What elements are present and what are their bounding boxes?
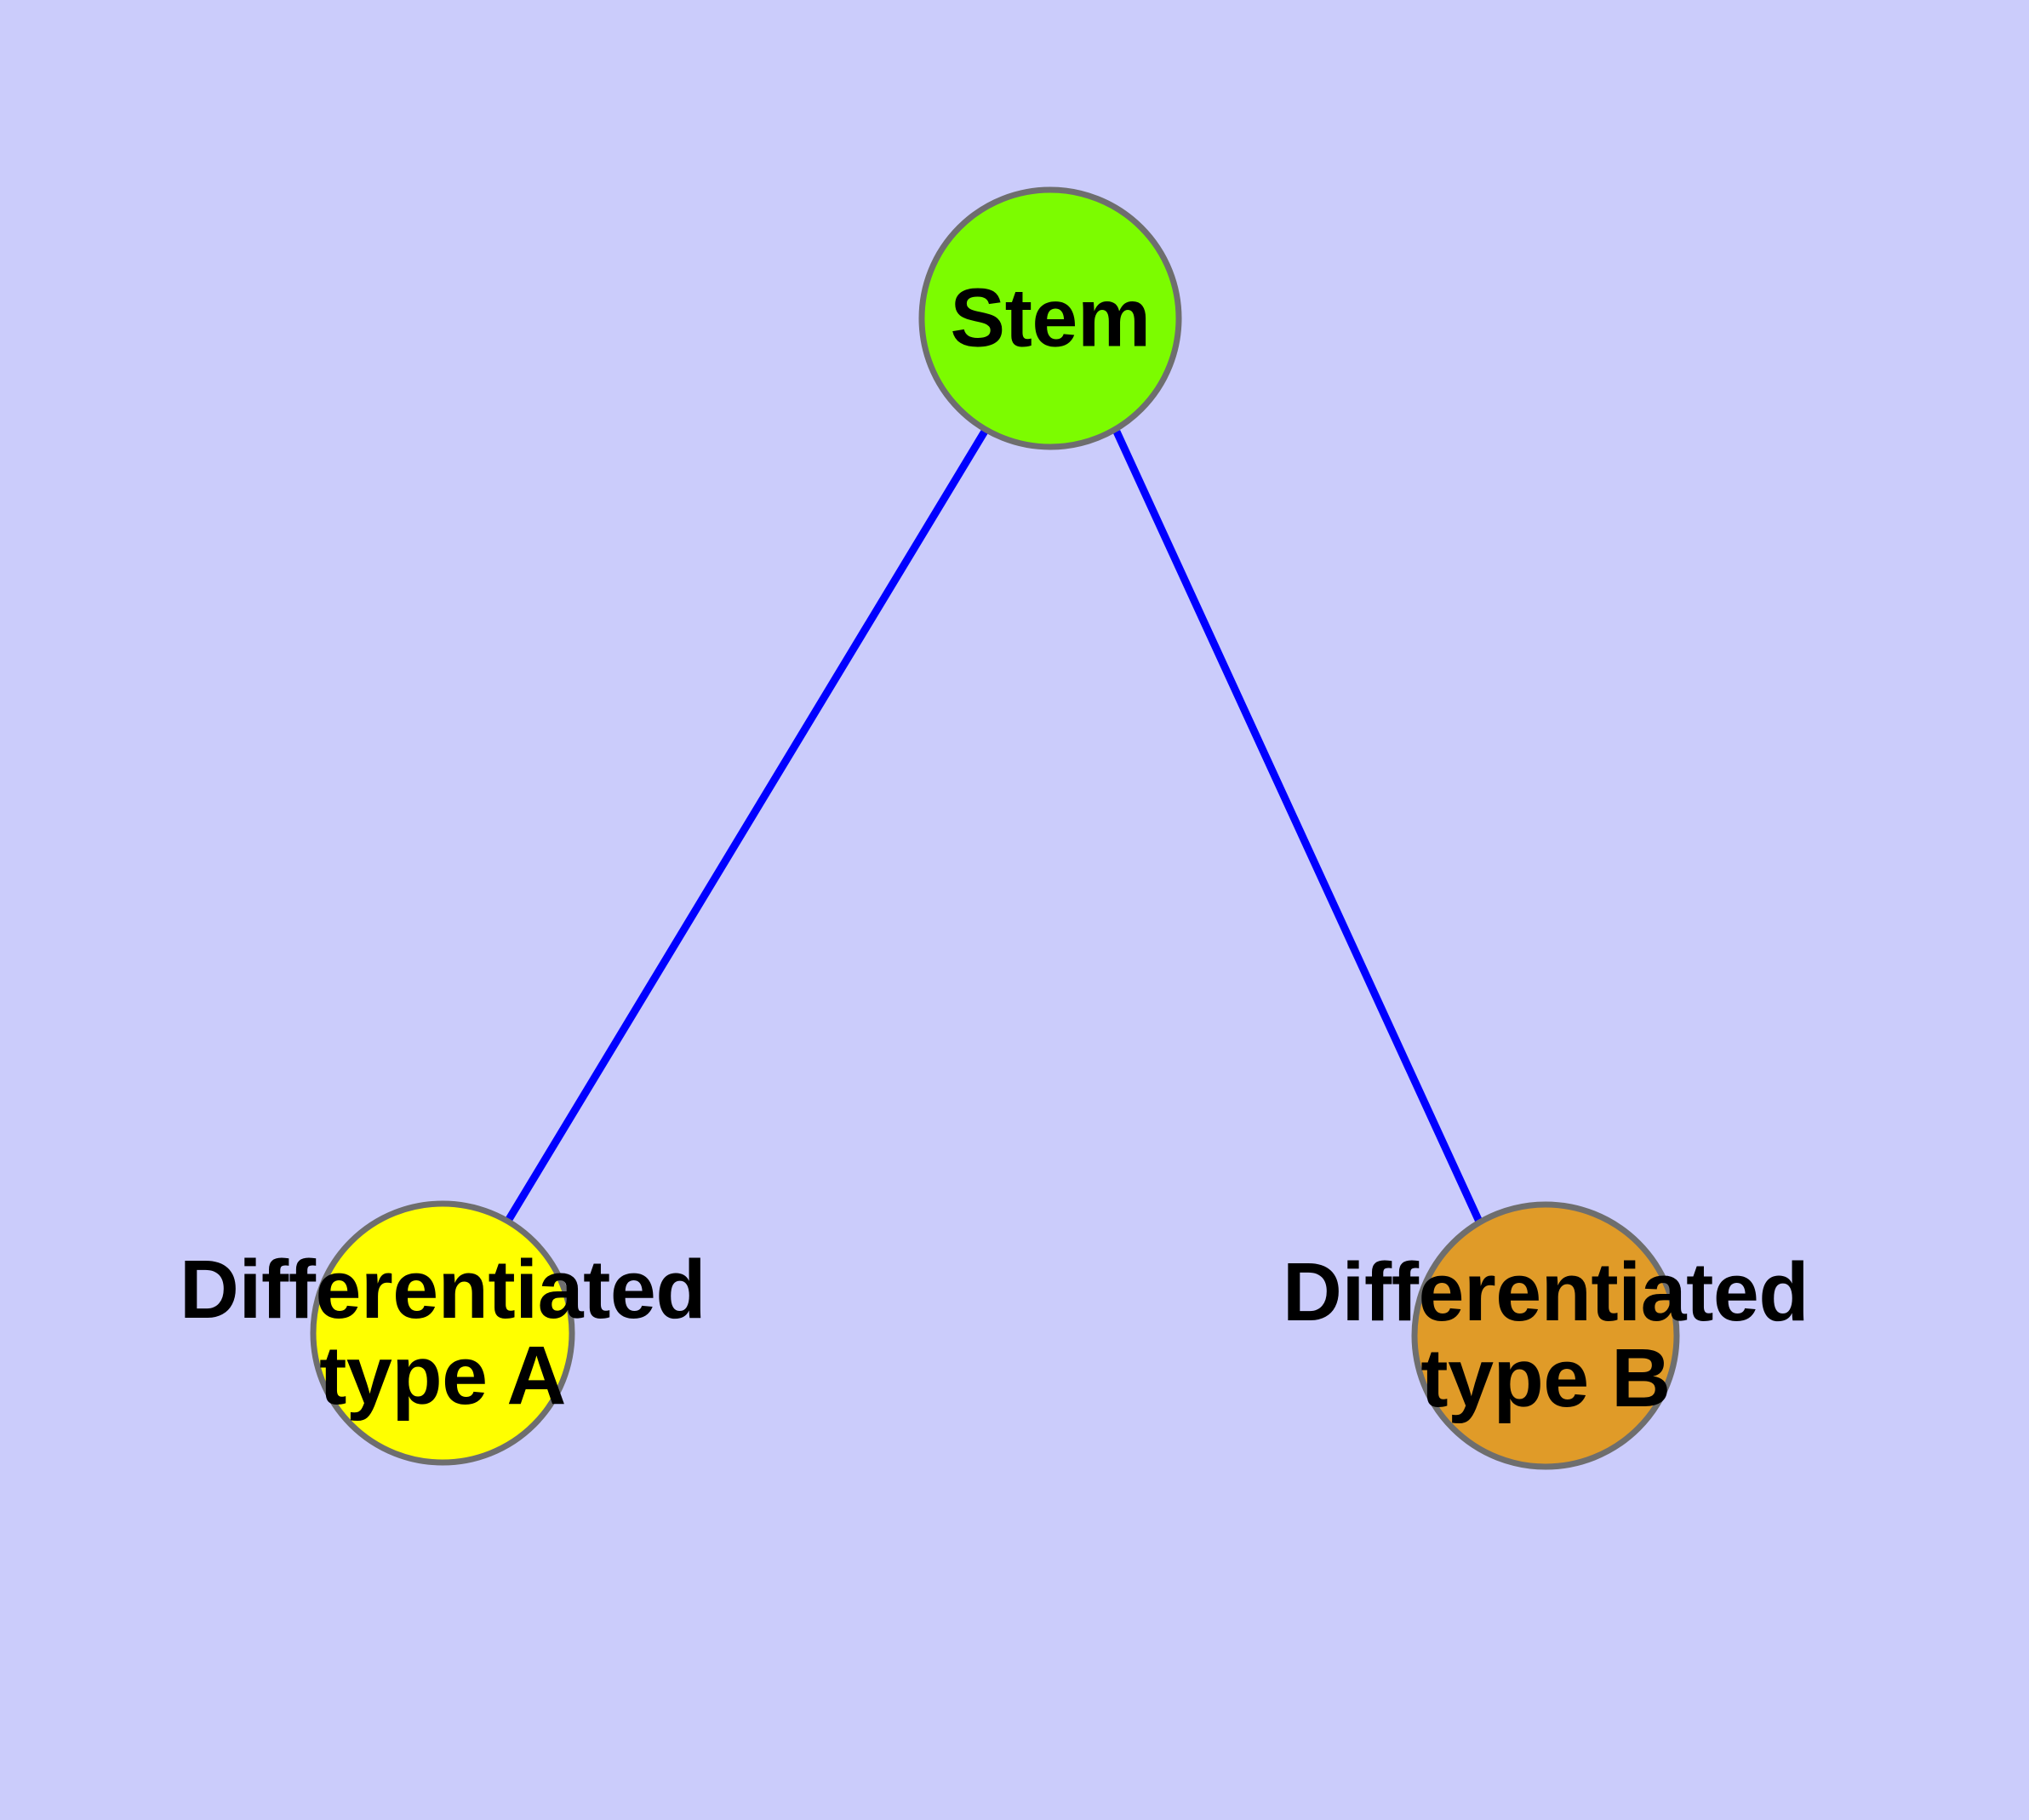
node-layer (310, 186, 1680, 1470)
graph-edge-stem-to-diff-b[interactable] (1112, 430, 1483, 1223)
graph-node-diff-b[interactable] (1411, 1201, 1680, 1470)
graph-node-diff-a[interactable] (310, 1200, 575, 1466)
graph-node-stem[interactable] (918, 186, 1182, 450)
graph-edge-stem-to-diff-a[interactable] (505, 427, 989, 1223)
edge-layer (505, 427, 1483, 1223)
